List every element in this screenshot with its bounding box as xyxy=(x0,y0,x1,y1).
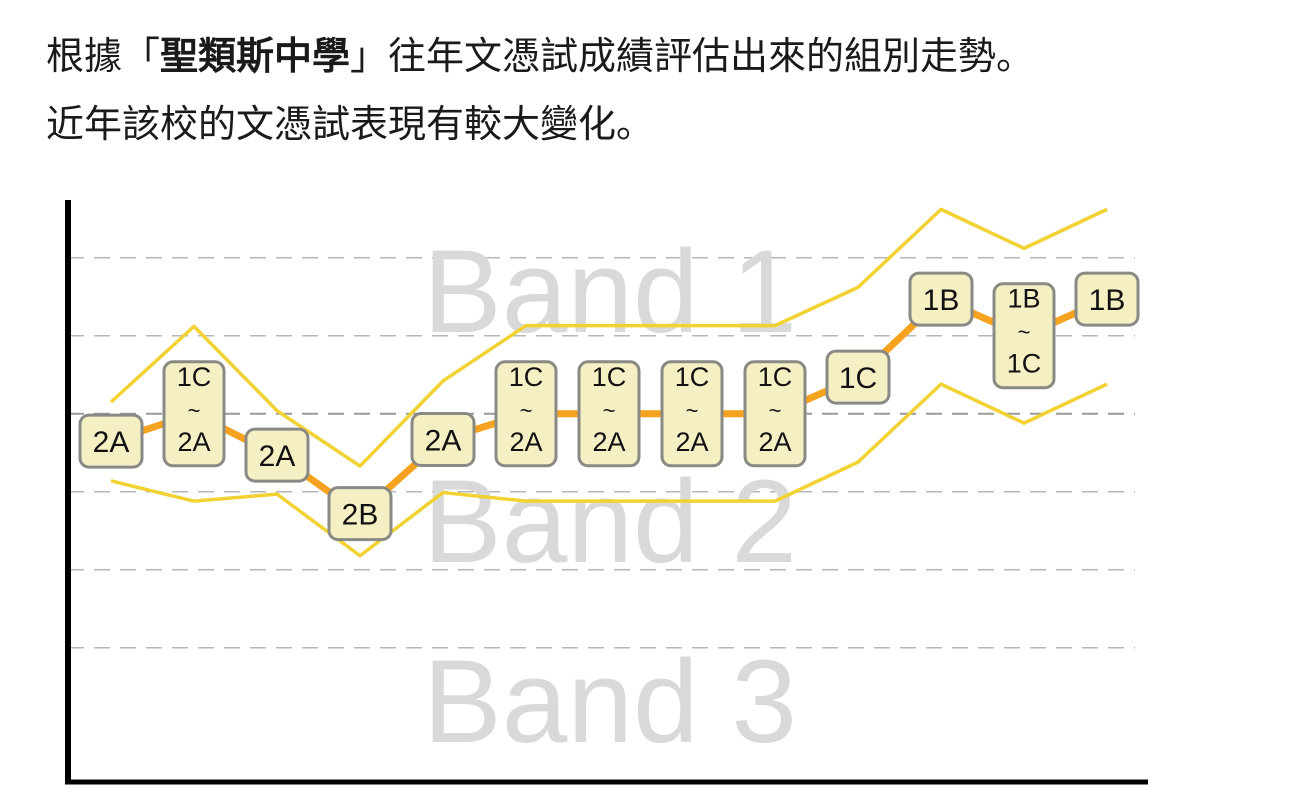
grade-label: 1C xyxy=(177,362,212,392)
grade-label: 1C xyxy=(509,362,544,392)
grade-box: 2A xyxy=(410,412,476,468)
grade-box-bg xyxy=(577,360,641,468)
series-line-upper xyxy=(109,207,1108,468)
grade-label: 2A xyxy=(93,426,130,459)
band-label: Band 1 xyxy=(423,226,797,359)
grade-box-bg xyxy=(660,360,724,468)
grade-box: 2B xyxy=(327,486,393,542)
grade-box: 1B xyxy=(908,271,974,327)
grade-label: 2A xyxy=(177,427,210,457)
grade-box: 1C ~2A xyxy=(494,360,558,468)
grade-box-bg xyxy=(992,282,1056,390)
grade-box: 1C ~2A xyxy=(743,360,807,468)
grade-label: 1B xyxy=(923,284,960,317)
range-tilde: ~ xyxy=(188,398,201,423)
grade-label: 1C xyxy=(758,362,793,392)
description-line-1: 根據「聖類斯中學」往年文憑試成績評估出來的組別走勢。 xyxy=(46,30,1034,82)
grade-box: 1C ~2A xyxy=(162,360,226,468)
grade-label: 2A xyxy=(592,427,625,457)
band-label: Band 2 xyxy=(423,456,797,589)
grade-box: 1C ~2A xyxy=(660,360,724,468)
grade-box-bg xyxy=(410,412,476,468)
band-label: Band 3 xyxy=(423,635,797,768)
grade-label: 2A xyxy=(758,427,791,457)
school-name: 聖類斯中學 xyxy=(160,34,351,78)
grade-box-bg xyxy=(162,360,226,468)
grade-box: 1B xyxy=(1074,271,1140,327)
grade-box-bg xyxy=(908,271,974,327)
range-tilde: ~ xyxy=(1018,320,1031,345)
text-suffix: 」往年文憑試成績評估出來的組別走勢。 xyxy=(350,34,1035,78)
grade-label: 1C xyxy=(592,362,627,392)
grade-label: 2A xyxy=(259,440,296,473)
grade-label: 1C xyxy=(675,362,710,392)
grade-box-bg xyxy=(327,486,393,542)
grade-box-bg xyxy=(743,360,807,468)
description-line-2: 近年該校的文憑試表現有較大變化。 xyxy=(46,102,655,146)
grade-box-bg xyxy=(494,360,558,468)
grade-box: 1C xyxy=(825,349,891,405)
range-tilde: ~ xyxy=(686,398,699,423)
range-tilde: ~ xyxy=(520,398,533,423)
grade-label: 2B xyxy=(342,499,379,532)
grade-box-bg xyxy=(244,427,310,483)
range-tilde: ~ xyxy=(769,398,782,423)
grade-label: 2A xyxy=(425,425,462,458)
grade-box-bg xyxy=(825,349,891,405)
grade-box-bg xyxy=(1074,271,1140,327)
grade-label: 1B xyxy=(1089,284,1126,317)
grade-box-bg xyxy=(78,413,144,469)
series-line-lower xyxy=(110,382,1108,558)
grade-box: 2A xyxy=(244,427,310,483)
grade-box: 1B ~1C xyxy=(992,282,1056,390)
grade-label: 1C xyxy=(839,362,877,395)
text-prefix: 根據「 xyxy=(46,34,161,78)
grade-label: 2A xyxy=(509,427,542,457)
range-tilde: ~ xyxy=(603,398,616,423)
grade-label: 1B xyxy=(1007,284,1040,314)
grade-box: 1C ~2A xyxy=(577,360,641,468)
grade-label: 1C xyxy=(1007,349,1042,379)
grade-box: 2A xyxy=(78,413,144,469)
grade-label: 2A xyxy=(675,427,708,457)
